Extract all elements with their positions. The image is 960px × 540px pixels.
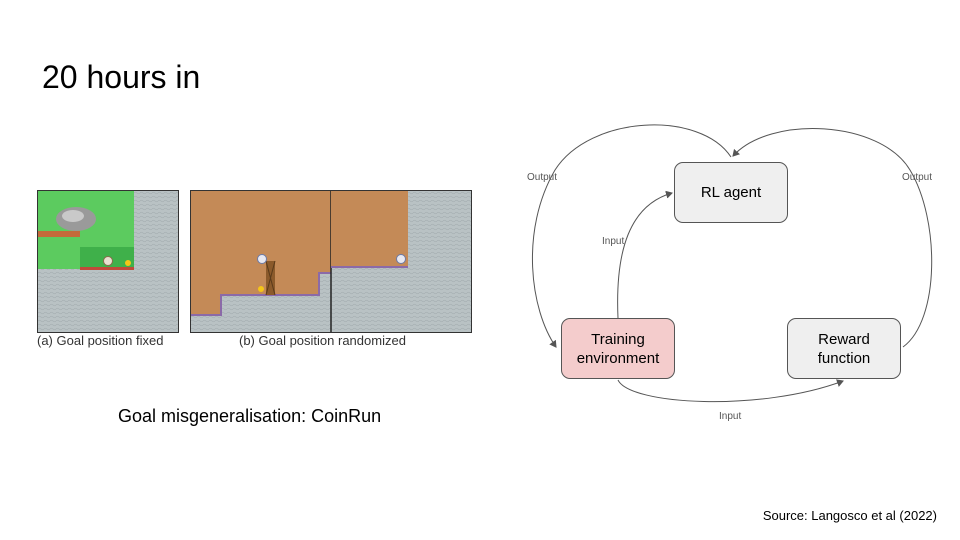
coinrun-scene-fixed [38, 191, 178, 332]
coin-icon [125, 260, 131, 266]
coinrun-panel-fixed [37, 190, 179, 333]
caption-b: (b) Goal position randomized [239, 333, 406, 348]
node-rl-agent: RL agent [674, 162, 788, 223]
source-citation: Source: Langosco et al (2022) [762, 508, 937, 523]
arrow-output-left [532, 124, 732, 348]
edge-label-output-left: Output [527, 172, 558, 183]
agent-sprite-icon [103, 256, 113, 266]
node-training-environment: Training environment [561, 318, 675, 379]
caption-a: (a) Goal position fixed [37, 333, 164, 348]
node-env-label-2: environment [576, 349, 660, 367]
arrow-input-agent [617, 190, 673, 319]
coinrun-scene-randomized [191, 191, 471, 332]
agent-sprite-icon [396, 254, 406, 264]
arrow-input-reward [617, 379, 844, 403]
edge-label-input-agent: Input [602, 236, 625, 247]
edge-label-output-right: Output [902, 172, 933, 183]
node-reward-label-2: function [817, 349, 871, 367]
edge-label-input-reward: Input [719, 411, 742, 422]
coinrun-panel-randomized [190, 190, 472, 333]
slide-title: 20 hours in [42, 59, 201, 95]
coin-icon [258, 286, 264, 292]
agent-sprite-icon [257, 254, 267, 264]
node-rl-agent-label: RL agent [700, 184, 762, 201]
arrow-output-right [732, 128, 933, 348]
figure-caption: Goal misgeneralisation: CoinRun [118, 406, 382, 426]
node-reward-label-1: Reward [818, 330, 870, 348]
node-reward-function: Reward function [787, 318, 901, 379]
node-env-label-1: Training [591, 330, 645, 348]
